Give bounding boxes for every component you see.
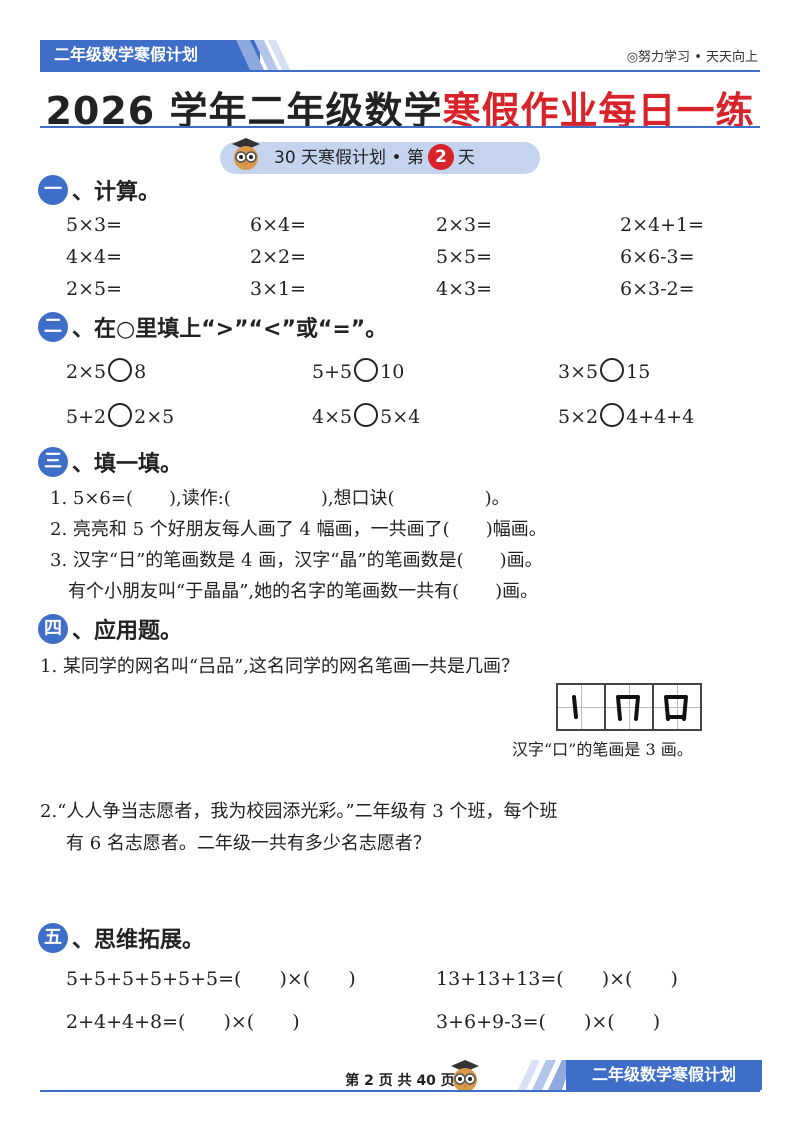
plan-prefix: 30 天寒假计划 • 第: [274, 148, 424, 168]
section1-title: 、计算。: [72, 180, 161, 205]
compare-item: 2×5 8: [66, 358, 146, 383]
calc-item: 2×3=: [436, 214, 493, 236]
compare-right: 10: [380, 361, 405, 383]
question-1: 1. 某同学的网名叫“吕品”,这名同学的网名笔画一共是几画？: [40, 656, 520, 677]
compare-left: 5+5: [312, 361, 353, 383]
calc-item: 2×4+1=: [620, 214, 705, 236]
answer-circle[interactable]: [600, 358, 625, 382]
calc-item: 4×3=: [436, 278, 493, 300]
header-motto: ◎努力学习 • 天天向上: [626, 50, 758, 65]
compare-item: 4×5 5×4: [312, 403, 420, 428]
section1-number: 一: [38, 175, 68, 205]
calc-item: 6×6-3=: [620, 246, 695, 268]
answer-circle[interactable]: [600, 403, 625, 427]
calc-item: 5×5=: [436, 246, 493, 268]
stroke-box: [556, 683, 606, 731]
section2-number: 二: [38, 312, 68, 342]
section2-heading: 二 、在○里填上“>”“<”或“=”。: [38, 311, 387, 343]
calc-item: 3×1=: [250, 278, 307, 300]
section3-number: 三: [38, 447, 68, 477]
answer-circle[interactable]: [354, 403, 379, 427]
stroke-order-boxes: [556, 683, 702, 731]
calc-item: 6×4=: [250, 214, 307, 236]
stroke-2-icon: [616, 695, 640, 721]
stroke-caption: 汉字“口”的笔画是 3 画。: [512, 740, 693, 759]
answer-circle[interactable]: [354, 358, 379, 382]
expand-item: 2+4+4+8=( )×( ): [66, 1011, 300, 1033]
fill-line: 有个小朋友叫“于晶晶”,她的名字的笔画数一共有( )画。: [68, 581, 539, 602]
compare-right: 4+4+4: [626, 406, 695, 428]
calc-item: 6×3-2=: [620, 278, 695, 300]
compare-right: 15: [626, 361, 651, 383]
section3-heading: 三 、填一填。: [38, 446, 182, 478]
footer-rule: [40, 1090, 760, 1092]
header-tag: 二年级数学寒假计划: [40, 40, 260, 70]
section1-heading: 一 、计算。: [38, 174, 160, 206]
day-number-badge: 2: [427, 144, 454, 170]
title-rule: [40, 126, 760, 128]
section3-title: 、填一填。: [72, 452, 183, 477]
question-2-line1: 2.“人人争当志愿者，我为校园添光彩。”二年级有 3 个班，每个班: [40, 801, 558, 822]
section4-title: 、应用题。: [72, 619, 183, 644]
question-2-line2: 有 6 名志愿者。二年级一共有多少名志愿者？: [66, 833, 431, 854]
compare-left: 5+2: [66, 406, 107, 428]
compare-left: 2×5: [66, 361, 107, 383]
section5-heading: 五 、思维拓展。: [38, 922, 204, 954]
footer-stripes: [518, 1060, 572, 1090]
title-red-part: 寒假作业每日一练: [442, 89, 755, 133]
title-black-part: 2026 学年二年级数学: [45, 89, 443, 133]
section4-number: 四: [38, 614, 68, 644]
owl-mascot-icon: [232, 138, 260, 170]
fill-line: 3. 汉字“日”的笔画数是 4 画，汉字“晶”的笔画数是( )画。: [50, 550, 543, 571]
compare-left: 3×5: [558, 361, 599, 383]
answer-circle[interactable]: [108, 403, 133, 427]
fill-line: 1. 5×6=( ),读作:( ),想口诀( )。: [50, 488, 510, 509]
compare-item: 5×2 4+4+4: [558, 403, 694, 428]
header-rule: [40, 70, 760, 72]
compare-right: 2×5: [134, 406, 175, 428]
stroke-3-icon: [664, 695, 688, 721]
stroke-1-icon: [572, 695, 578, 719]
compare-right: 8: [134, 361, 147, 383]
compare-left: 4×5: [312, 406, 353, 428]
expand-item: 5+5+5+5+5+5=( )×( ): [66, 968, 356, 990]
page-number: 第 2 页 共 40 页: [345, 1073, 455, 1089]
fill-line: 2. 亮亮和 5 个好朋友每人画了 4 幅画，一共画了( )幅画。: [50, 519, 547, 540]
calc-item: 2×2=: [250, 246, 307, 268]
stroke-box: [652, 683, 702, 731]
header-stripes: [236, 40, 290, 70]
compare-left: 5×2: [558, 406, 599, 428]
section5-number: 五: [38, 923, 68, 953]
page-title: 2026 学年二年级数学寒假作业每日一练: [0, 80, 800, 135]
answer-circle[interactable]: [108, 358, 133, 382]
compare-item: 3×5 15: [558, 358, 650, 383]
stroke-box: [604, 683, 654, 731]
compare-item: 5+2 2×5: [66, 403, 174, 428]
section4-heading: 四 、应用题。: [38, 613, 182, 645]
expand-item: 13+13+13=( )×( ): [436, 968, 678, 990]
calc-item: 5×3=: [66, 214, 123, 236]
section5-title: 、思维拓展。: [72, 928, 205, 953]
plan-suffix: 天: [457, 148, 475, 168]
calc-item: 4×4=: [66, 246, 123, 268]
footer-tag: 二年级数学寒假计划: [566, 1060, 762, 1090]
owl-mascot-icon: [451, 1060, 479, 1092]
compare-right: 5×4: [380, 406, 421, 428]
expand-item: 3+6+9-3=( )×( ): [436, 1011, 661, 1033]
compare-item: 5+5 10: [312, 358, 404, 383]
calc-item: 2×5=: [66, 278, 123, 300]
section2-title: 、在○里填上“>”“<”或“=”。: [72, 317, 388, 342]
